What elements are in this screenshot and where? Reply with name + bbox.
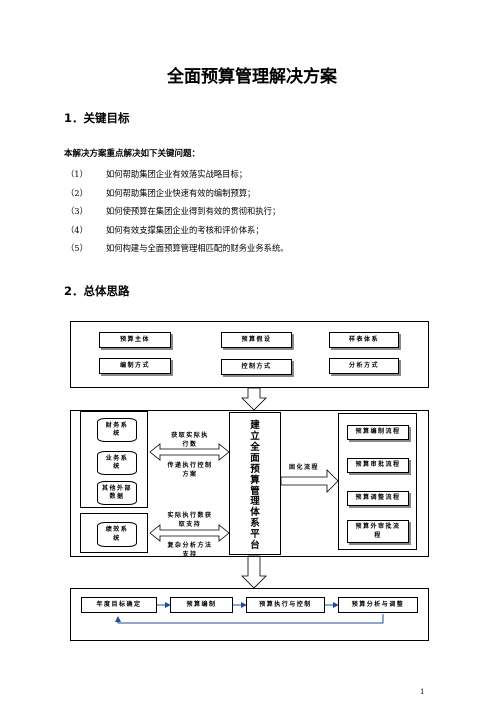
- execution-control-box: 预算执行与控制: [246, 597, 325, 613]
- list-item: （1） 如何帮助集团企业有效落实战略目标；: [66, 168, 289, 187]
- list-item-number: （2）: [66, 187, 88, 198]
- list-item-text: 如何使预算在集团企业得到有效的贯彻和执行；: [106, 206, 281, 216]
- finance-system-label: 财务系统: [105, 421, 129, 437]
- list-item-text: 如何帮助集团企业快速有效的编制预算；: [106, 187, 256, 198]
- external-data-label: 其他外部数据: [102, 484, 133, 500]
- analysis-method-box: 分析方式: [329, 358, 399, 374]
- business-system-cylinder: 业务系统: [97, 451, 137, 475]
- list-item-text: 如何帮助集团企业有效落实战略目标；: [106, 169, 248, 179]
- performance-system-cylinder: 绩效系统: [97, 522, 137, 547]
- diagram-middle-frame: [70, 410, 429, 557]
- template-system-box: 样表体系: [329, 332, 399, 348]
- label-transmit-control: 传递执行控制方案: [167, 462, 213, 478]
- list-item-number: （3）: [66, 206, 88, 216]
- out-of-budget-approval-flow-box: 预算外审批流程: [347, 520, 409, 543]
- section-heading-key-goals: 1．关键目标: [64, 111, 130, 125]
- feedback-loop-arrow-icon: [115, 614, 384, 624]
- label-solidify-process: 固化流程: [288, 464, 319, 471]
- analysis-adjust-box: 预算分析与调整: [338, 597, 418, 613]
- lead-paragraph: 本解决方案重点解决如下关键问题：: [64, 149, 201, 159]
- evaluation-frame: [80, 513, 148, 553]
- platform-box: 建立全面预算管理体系平台: [229, 412, 281, 555]
- finance-system-cylinder: 财务系统: [97, 418, 137, 442]
- budget-adjust-flow-box: 预算调整流程: [347, 491, 409, 506]
- label-actual-support: 实际执行数获取支持: [167, 512, 213, 528]
- platform-label: 建立全面预算管理体系平台: [250, 420, 260, 552]
- budget-approval-flow-box: 预算审批流程: [347, 458, 409, 473]
- list-item-text: 如何有效支撑集团企业的考核和评价体系；: [106, 224, 264, 235]
- budget-assumption-box: 预算假设: [221, 332, 292, 348]
- budget-compile-box: 预算编制: [170, 597, 233, 613]
- page-number: 1: [420, 688, 425, 696]
- list-item-number: （4）: [66, 224, 88, 235]
- down-arrow-icon: [241, 555, 267, 589]
- page-title: 全面预算管理解决方案: [167, 67, 337, 87]
- diagram-bottom-frame: [70, 588, 429, 641]
- budget-compile-flow-box: 预算编制流程: [347, 425, 409, 440]
- down-arrow-icon: [241, 387, 267, 411]
- label-get-actual: 获取实际执行数: [171, 432, 209, 448]
- budget-subject-box: 预算主体: [99, 332, 171, 348]
- data-sources-frame: [80, 411, 148, 508]
- list-item: （2） 如何帮助集团企业快速有效的编制预算；: [66, 187, 289, 206]
- list-item-number: （5）: [66, 243, 88, 253]
- right-arrow-icon: [280, 469, 339, 493]
- compile-method-box: 编制方式: [99, 358, 171, 374]
- list-item: （4） 如何有效支撑集团企业的考核和评价体系；: [66, 224, 289, 243]
- goal-list: （1） 如何帮助集团企业有效落实战略目标； （2） 如何帮助集团企业快速有效的编制预…: [66, 168, 289, 261]
- control-method-box: 控制方式: [221, 359, 292, 375]
- business-system-label: 业务系统: [105, 454, 129, 470]
- annual-goal-box: 年度目标确定: [81, 597, 157, 613]
- performance-system-label: 绩效系统: [105, 526, 129, 542]
- section-heading-overall-approach: 2．总体思路: [64, 284, 130, 298]
- external-data-cylinder: 其他外部数据: [97, 481, 137, 505]
- list-item-number: （1）: [66, 169, 88, 179]
- list-item: （5） 如何构建与全面预算管理相匹配的财务业务系统。: [66, 242, 289, 261]
- list-item: （3） 如何使预算在集团企业得到有效的贯彻和执行；: [66, 205, 289, 224]
- list-item-text: 如何构建与全面预算管理相匹配的财务业务系统。: [106, 243, 289, 253]
- diagram-top-frame: [70, 321, 429, 388]
- label-analysis-support: 复杂分析方法支持: [167, 542, 213, 558]
- process-flows-frame: [338, 413, 417, 550]
